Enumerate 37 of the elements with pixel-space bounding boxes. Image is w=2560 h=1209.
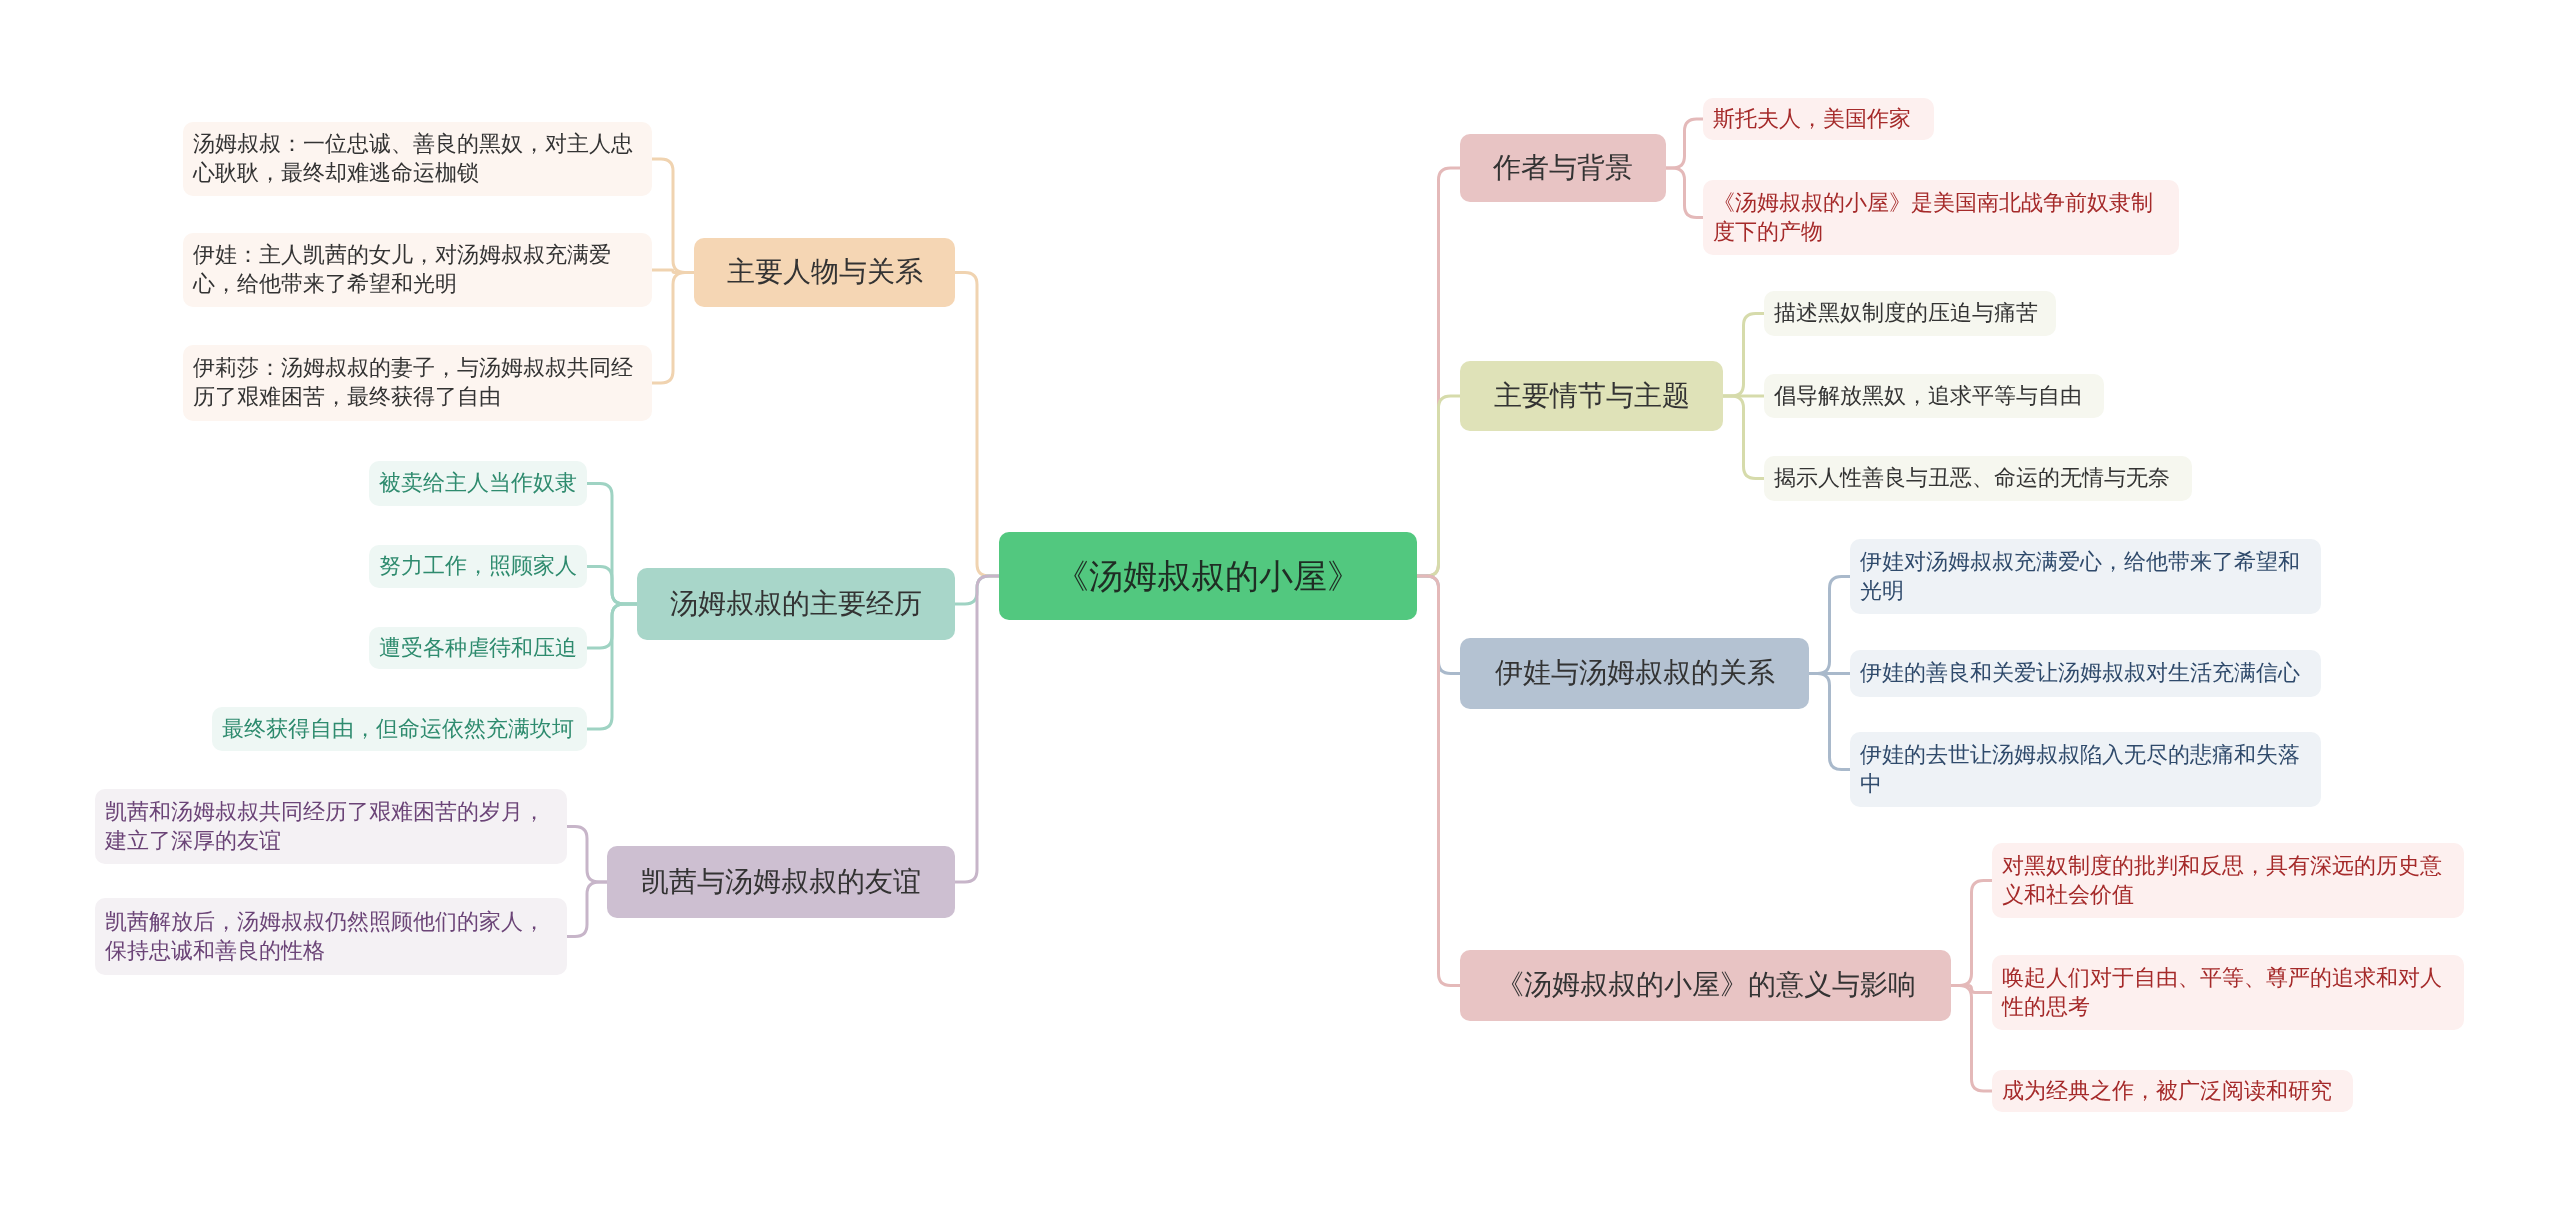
subtopic-box: 伊莉莎：汤姆叔叔的妻子，与汤姆叔叔共同经历了艰难困苦，最终获得了自由 — [183, 345, 652, 421]
topic-box: 主要人物与关系 — [694, 238, 955, 307]
topic-box: 凯茜与汤姆叔叔的友谊 — [607, 846, 955, 918]
connector-line — [1809, 672, 1850, 771]
topic-box: 作者与背景 — [1460, 134, 1666, 202]
subtopic-box: 倡导解放黑奴，追求平等与自由 — [1764, 374, 2104, 418]
connector-line — [1723, 394, 1764, 480]
subtopic-box: 努力工作，照顾家人 — [369, 545, 587, 588]
connector-line — [1951, 984, 1992, 1093]
subtopic-box: 描述黑奴制度的压迫与痛苦 — [1764, 291, 2056, 336]
subtopic-box: 遭受各种虐待和压迫 — [369, 627, 587, 669]
topic-box: 《汤姆叔叔的小屋》的意义与影响 — [1460, 950, 1951, 1021]
subtopic-box: 揭示人性善良与丑恶、命运的无情与无奈 — [1764, 456, 2192, 501]
topic-box: 主要情节与主题 — [1460, 361, 1723, 431]
subtopic-box: 汤姆叔叔：一位忠诚、善良的黑奴，对主人忠心耿耿，最终却难逃命运枷锁 — [183, 122, 652, 196]
subtopic-box: 《汤姆叔叔的小屋》是美国南北战争前奴隶制度下的产物 — [1703, 180, 2179, 255]
topic-box: 伊娃与汤姆叔叔的关系 — [1460, 638, 1809, 709]
connector-line — [1666, 166, 1703, 219]
central-topic-box: 《汤姆叔叔的小屋》 — [999, 532, 1417, 620]
subtopic-box: 斯托夫人，美国作家 — [1703, 98, 1934, 140]
subtopic-box: 伊娃的去世让汤姆叔叔陷入无尽的悲痛和失落中 — [1850, 732, 2321, 807]
subtopic-box: 凯茜和汤姆叔叔共同经历了艰难困苦的岁月，建立了深厚的友谊 — [95, 789, 567, 864]
subtopic-box: 被卖给主人当作奴隶 — [369, 461, 587, 506]
connector-line — [1417, 574, 1460, 987]
subtopic-box: 伊娃：主人凯茜的女儿，对汤姆叔叔充满爱心，给他带来了希望和光明 — [183, 233, 652, 307]
connector-line — [955, 574, 999, 884]
connector-line — [652, 271, 694, 385]
connector-line — [587, 602, 637, 731]
subtopic-box: 最终获得自由，但命运依然充满坎坷 — [212, 707, 587, 751]
connector-line — [567, 880, 607, 938]
subtopic-box: 伊娃对汤姆叔叔充满爱心，给他带来了希望和光明 — [1850, 539, 2321, 614]
subtopic-box: 成为经典之作，被广泛阅读和研究 — [1992, 1070, 2353, 1112]
topic-box: 汤姆叔叔的主要经历 — [637, 568, 955, 640]
subtopic-box: 唤起人们对于自由、平等、尊严的追求和对人性的思考 — [1992, 955, 2464, 1030]
subtopic-box: 对黑奴制度的批判和反思，具有深远的历史意义和社会价值 — [1992, 843, 2464, 918]
subtopic-box: 凯茜解放后，汤姆叔叔仍然照顾他们的家人，保持忠诚和善良的性格 — [95, 898, 567, 975]
subtopic-box: 伊娃的善良和关爱让汤姆叔叔对生活充满信心 — [1850, 650, 2321, 697]
